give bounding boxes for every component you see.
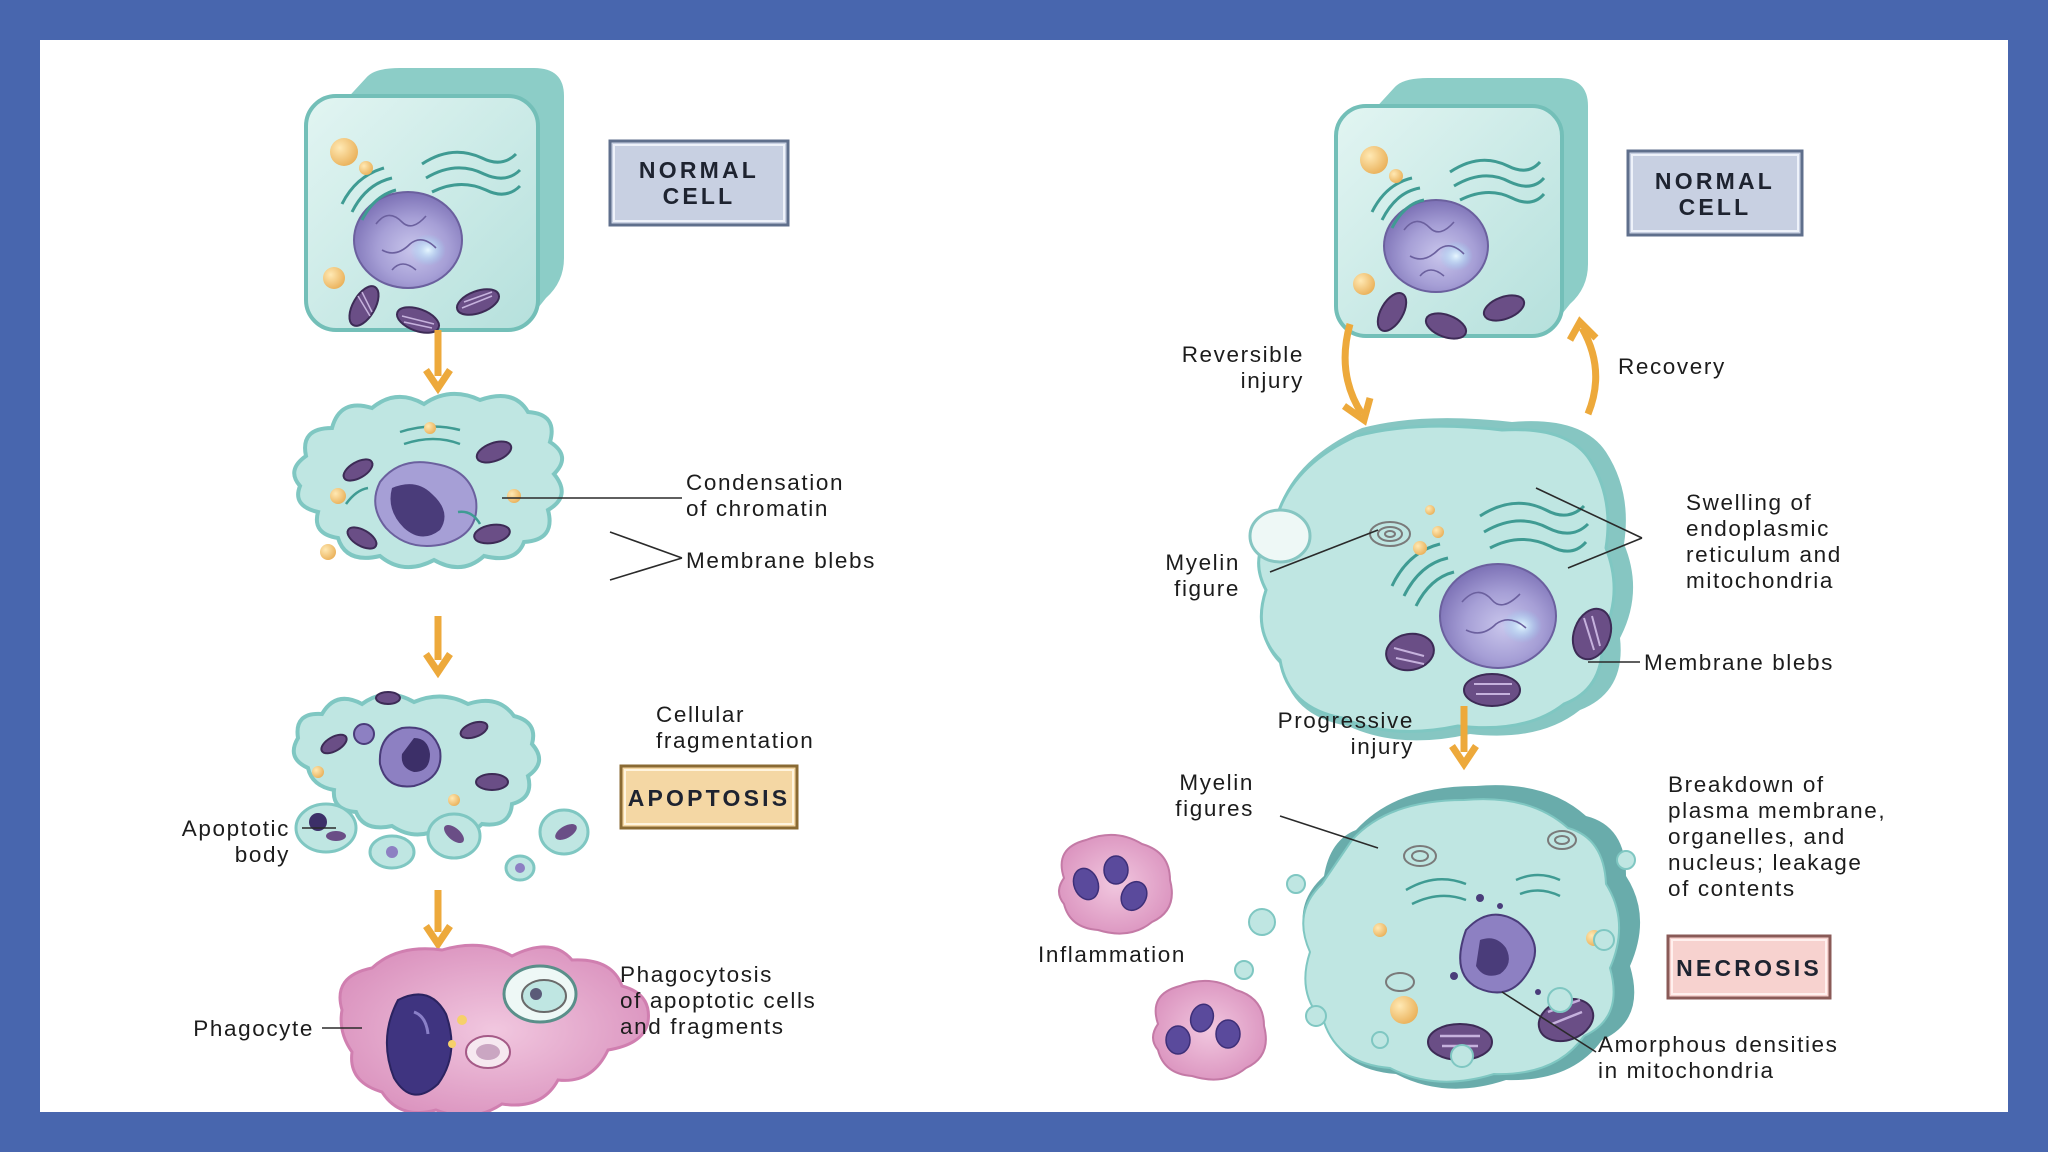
label-myelin-figures-line1: Myelin bbox=[1179, 770, 1254, 795]
leader-membrane-blebs-left bbox=[609, 531, 683, 581]
normal-cell-right-line1: NORMAL bbox=[1655, 168, 1775, 194]
leader-amorphous bbox=[1501, 991, 1597, 1053]
label-reversible-line2: injury bbox=[1241, 368, 1304, 393]
label-condensation-line2: of chromatin bbox=[686, 496, 829, 521]
normal-cell-label-right: NORMAL CELL bbox=[1626, 149, 1804, 237]
arrow-reversible-injury bbox=[1341, 323, 1374, 426]
necrosis-label-box: NECROSIS bbox=[1666, 934, 1832, 1000]
inflammatory-cell-lower bbox=[1152, 979, 1267, 1081]
label-breakdown-line2: plasma membrane, bbox=[1668, 798, 1886, 823]
label-inflammation: Inflammation bbox=[1038, 942, 1186, 967]
label-myelin-figure-line1: Myelin bbox=[1165, 550, 1240, 575]
bleb-bubble bbox=[1248, 508, 1312, 564]
label-phagocytosis-line3: and fragments bbox=[620, 1014, 785, 1039]
normal-cell-label-left: NORMAL CELL bbox=[608, 139, 790, 227]
label-amorphous-line2: in mitochondria bbox=[1598, 1058, 1775, 1083]
label-breakdown-line3: organelles, and bbox=[1668, 824, 1846, 849]
arrow-normal-to-condensation bbox=[423, 330, 453, 395]
label-apoptotic-body-line1: Apoptotic bbox=[182, 816, 290, 841]
label-phagocytosis-line2: of apoptotic cells bbox=[620, 988, 816, 1013]
label-myelin-figures-line2: figures bbox=[1175, 796, 1254, 821]
arrow-fragmentation-to-phagocytosis bbox=[423, 890, 453, 951]
apoptosis-label-box: APOPTOSIS bbox=[619, 764, 799, 830]
label-apoptotic-body-line2: body bbox=[235, 842, 290, 867]
label-fragmentation-line2: fragmentation bbox=[656, 728, 814, 753]
label-swelling-line4: mitochondria bbox=[1686, 568, 1834, 593]
apoptosis-title: APOPTOSIS bbox=[628, 785, 791, 811]
label-amorphous-line1: Amorphous densities bbox=[1598, 1032, 1839, 1057]
label-swelling-line3: reticulum and bbox=[1686, 542, 1842, 567]
label-myelin-figure-line2: figure bbox=[1174, 576, 1240, 601]
necrotic-debris bbox=[1234, 850, 1636, 1068]
label-breakdown-line1: Breakdown of bbox=[1668, 772, 1825, 797]
normal-cell-right-line2: CELL bbox=[1679, 194, 1752, 220]
label-phagocytosis-line1: Phagocytosis bbox=[620, 962, 773, 987]
label-swelling-line2: endoplasmic bbox=[1686, 516, 1830, 541]
label-swelling-line1: Swelling of bbox=[1686, 490, 1812, 515]
arrow-progressive-injury bbox=[1449, 706, 1479, 771]
label-reversible-line1: Reversible bbox=[1182, 342, 1304, 367]
necrotic-cell bbox=[1302, 785, 1641, 1089]
label-fragmentation-line1: Cellular bbox=[656, 702, 745, 727]
diagram-panel: NORMAL CELL Condensation of chromatin Me… bbox=[40, 40, 2008, 1112]
arrow-recovery bbox=[1566, 316, 1600, 416]
inflammatory-cell-upper bbox=[1058, 833, 1173, 935]
fragmenting-cell bbox=[291, 691, 590, 882]
normal-cell-left bbox=[304, 68, 564, 334]
normal-cell-right bbox=[1334, 78, 1588, 340]
label-recovery: Recovery bbox=[1618, 354, 1726, 379]
label-progressive-line1: Progressive bbox=[1278, 708, 1414, 733]
label-breakdown-line4: nucleus; leakage bbox=[1668, 850, 1862, 875]
label-membrane-blebs-right: Membrane blebs bbox=[1644, 650, 1834, 675]
condensing-cell bbox=[292, 392, 564, 569]
label-condensation-line1: Condensation bbox=[686, 470, 844, 495]
swollen-cell bbox=[1248, 418, 1634, 741]
leader-swelling bbox=[1535, 487, 1643, 569]
label-progressive-line2: injury bbox=[1351, 734, 1414, 759]
label-phagocyte: Phagocyte bbox=[193, 1016, 314, 1041]
normal-cell-left-line2: CELL bbox=[663, 183, 736, 209]
normal-cell-left-line1: NORMAL bbox=[639, 157, 759, 183]
arrow-condensation-to-fragmentation bbox=[423, 616, 453, 679]
leader-myelin-figure bbox=[1269, 529, 1379, 573]
label-breakdown-line5: of contents bbox=[1668, 876, 1796, 901]
necrosis-title: NECROSIS bbox=[1676, 955, 1822, 981]
leader-myelin-figures bbox=[1279, 815, 1379, 849]
phagocyte bbox=[338, 943, 650, 1112]
cell-injury-diagram: NORMAL CELL Condensation of chromatin Me… bbox=[182, 68, 1886, 1112]
label-membrane-blebs-left: Membrane blebs bbox=[686, 548, 876, 573]
